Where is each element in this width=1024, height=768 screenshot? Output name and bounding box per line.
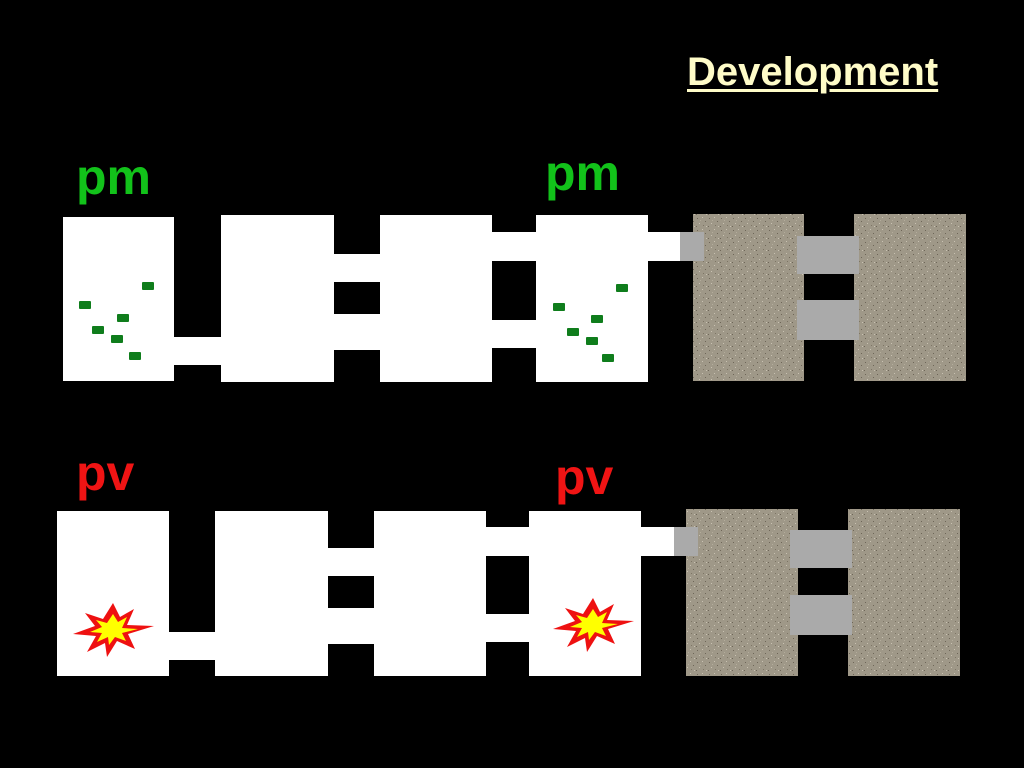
- pv-row: [57, 509, 960, 676]
- junction: [481, 614, 533, 642]
- junction-long-end: [680, 232, 704, 261]
- junction: [330, 254, 383, 282]
- row-label-pm-second: pm: [545, 145, 620, 201]
- row-label-pv: pv: [76, 445, 135, 501]
- junction: [165, 632, 218, 660]
- explosion-burst-icon: [553, 598, 634, 652]
- page-title: Development: [687, 50, 939, 94]
- junction: [330, 314, 383, 350]
- explosion-burst-icon: [73, 603, 154, 657]
- degraded-cell-5: [686, 509, 798, 676]
- cell-1: [57, 511, 169, 676]
- junction: [324, 608, 376, 644]
- junction-long: [472, 527, 680, 556]
- junction-long: [479, 232, 686, 261]
- degraded-cell-6: [848, 509, 960, 676]
- junction-gray: [790, 530, 852, 568]
- degraded-cell-5: [693, 214, 804, 381]
- junction-long-end: [674, 527, 698, 556]
- junction: [324, 548, 376, 576]
- row-label-pv-second: pv: [555, 449, 614, 505]
- cell-3: [380, 215, 492, 382]
- cell-2: [215, 511, 328, 676]
- junction: [171, 337, 224, 365]
- junction-gray: [797, 236, 859, 274]
- pm-row: [63, 214, 966, 382]
- cell-3: [374, 511, 486, 676]
- cell-1: [63, 217, 174, 381]
- degraded-cell-6: [854, 214, 966, 381]
- green-granules-icon: [79, 282, 154, 360]
- junction-gray: [790, 595, 852, 635]
- green-granules-icon: [553, 284, 628, 362]
- junction-gray: [797, 300, 859, 340]
- cell-2: [221, 215, 334, 382]
- row-label-pm: pm: [76, 149, 151, 205]
- junction: [488, 320, 540, 348]
